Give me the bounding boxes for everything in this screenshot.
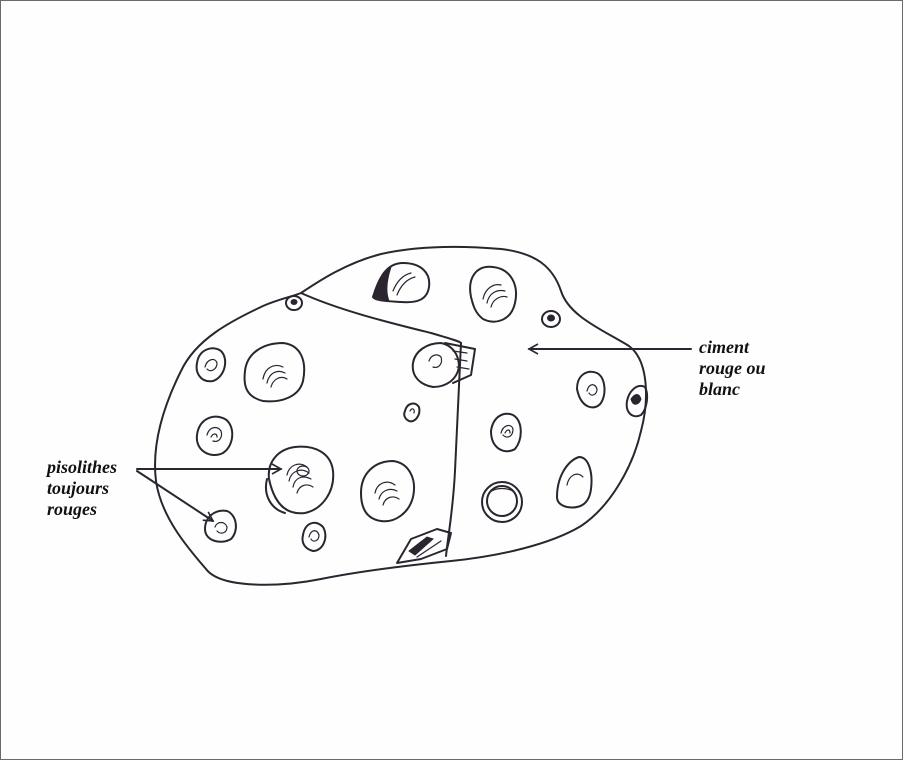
pisolith-central-large [266,447,333,514]
pisolith-top-right [470,267,516,322]
pisolith-bottom-angular [397,529,451,563]
pisolith-dark-round [482,482,522,522]
fracture-line-vertical [446,343,461,556]
label-pisolithes: pisolithes toujours rouges [47,457,117,520]
pisolith-small-right [542,311,560,327]
label-ciment-line-1: ciment [699,337,766,358]
arrow-pisolithes-lower [137,471,213,521]
pisolith-right-edge [627,386,647,416]
label-ciment-line-3: blanc [699,379,766,400]
pisolith-right-middle [491,414,521,451]
pisolith-right-lower [557,457,592,507]
label-pisolithes-line-1: pisolithes [47,457,117,478]
pisolith-center-left [245,343,305,401]
pisolith-left-lower [205,511,236,542]
label-pisolithes-line-3: rouges [47,499,117,520]
label-ciment-line-2: rouge ou [699,358,766,379]
pisolith-center-lower [361,461,414,521]
pisolith-left-upper [197,348,226,381]
pisolith-right-upper [577,372,604,408]
label-pisolithes-line-2: toujours [47,478,117,499]
label-ciment: ciment rouge ou blanc [699,337,766,400]
pisolith-top-dark [373,263,429,302]
pisolith-small-top [286,296,302,310]
pisolith-tiny-center [404,404,419,422]
pisolith-left-middle [197,417,232,455]
pisolith-bottom-small [302,523,325,551]
rock-outline [155,247,646,585]
pisolith-angular-fracture [413,343,475,387]
